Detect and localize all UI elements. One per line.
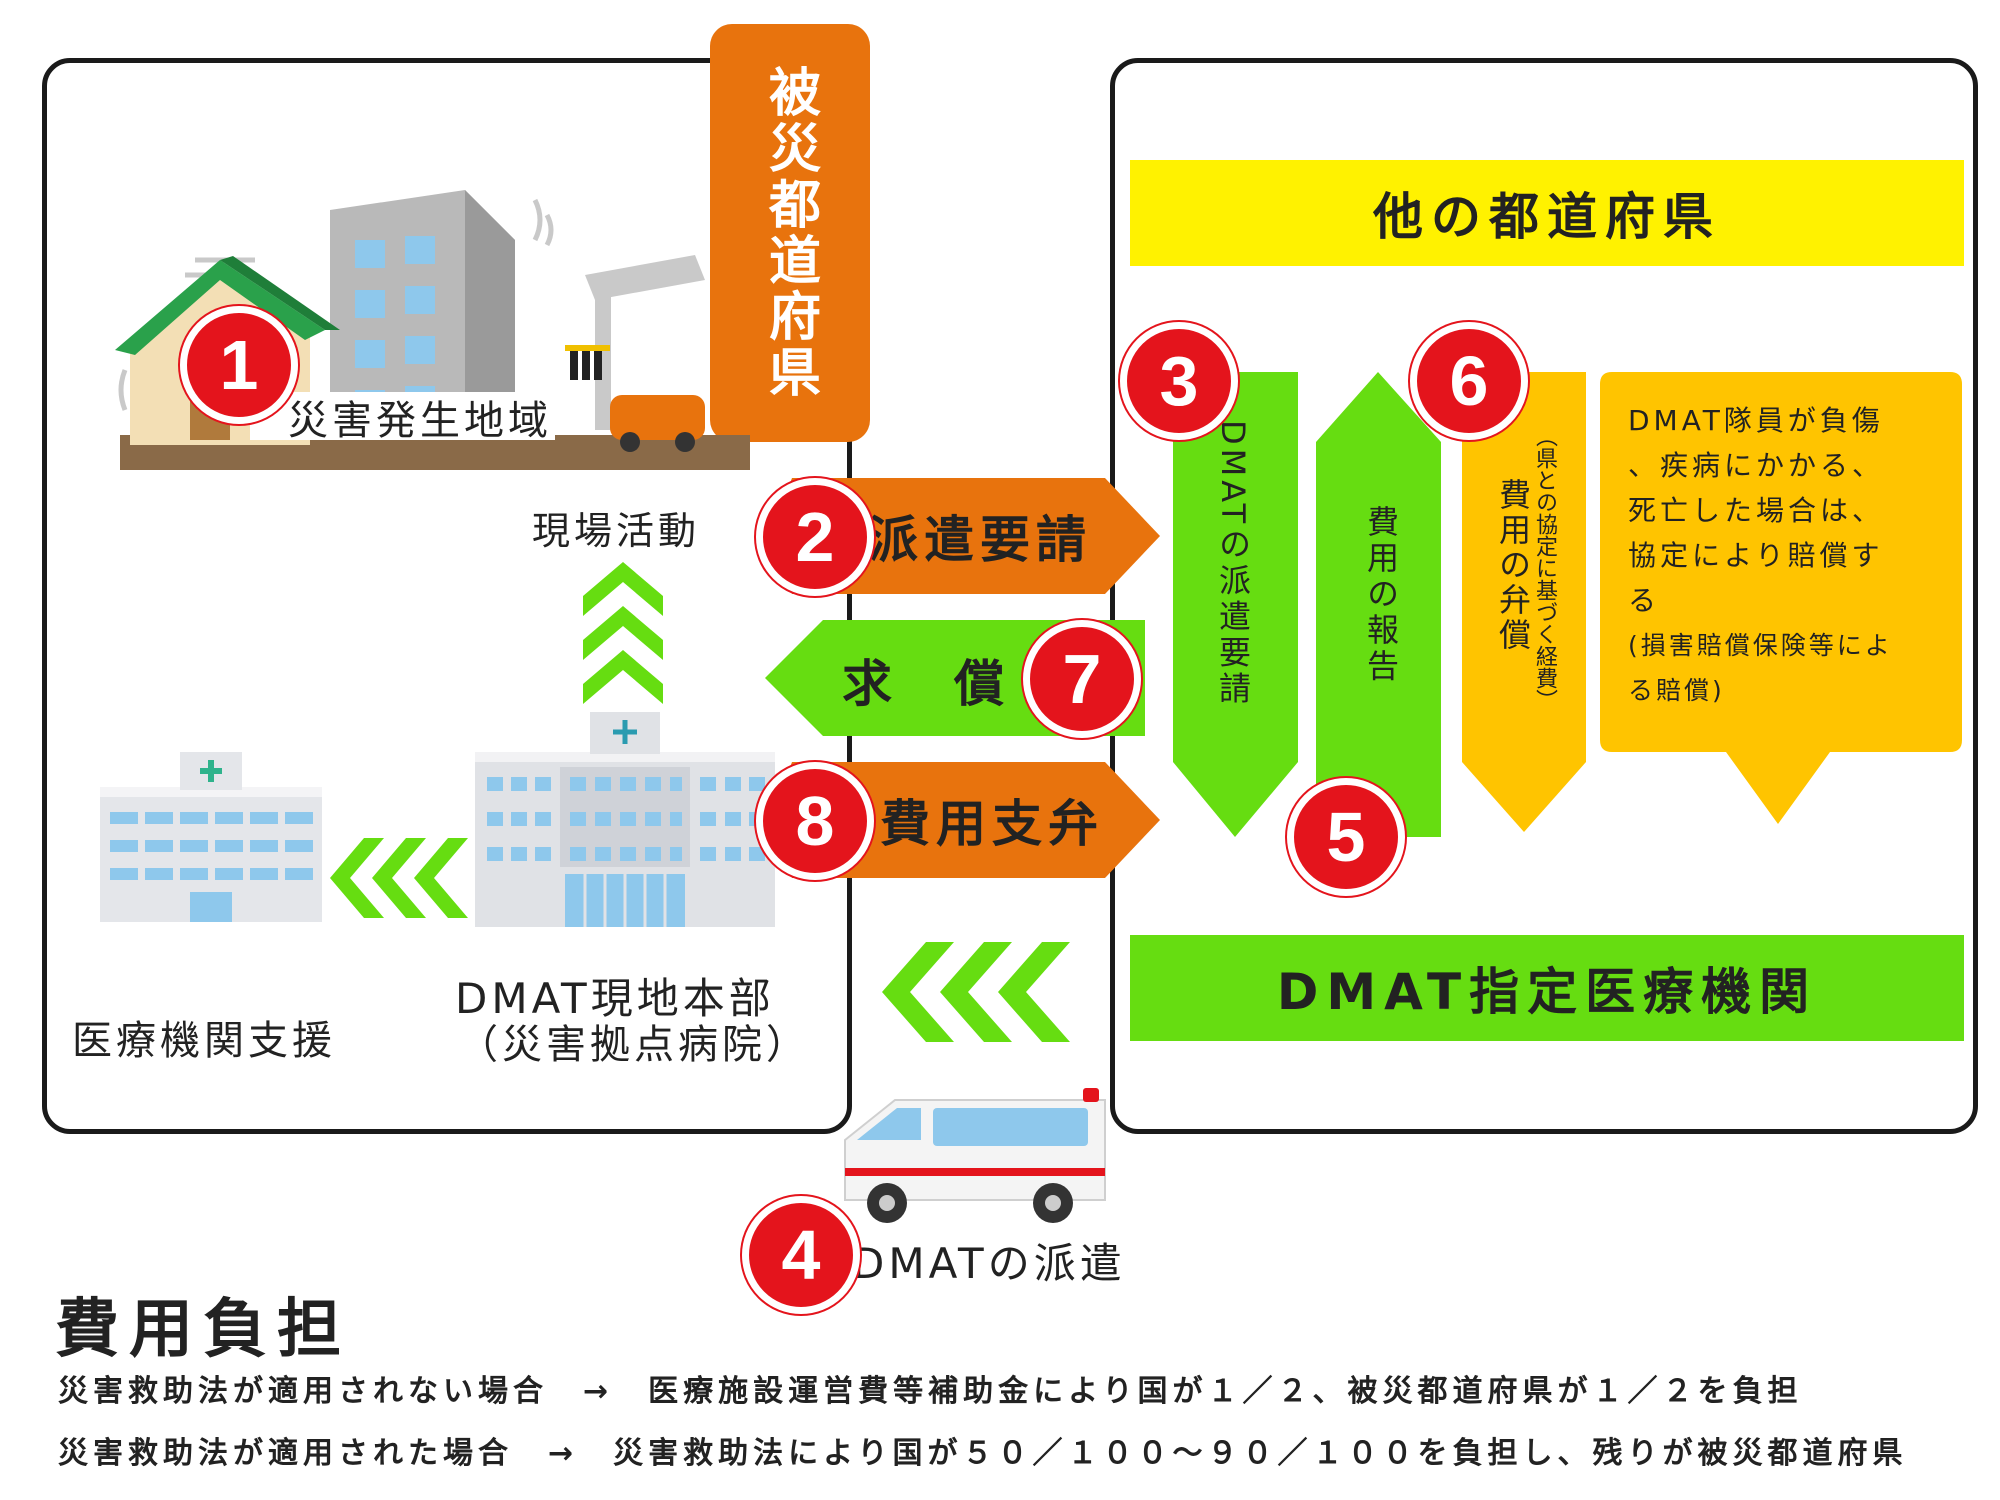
cost-payment-label: 費用支弁: [880, 795, 1104, 853]
step-badge-3: 3: [1120, 322, 1238, 440]
step-badge-1: 1: [180, 306, 298, 424]
dispatch-request-down-arrow: [1173, 372, 1298, 837]
step-badge-5: 5: [1287, 778, 1405, 896]
step-badge-2: 2: [756, 478, 874, 596]
affected-prefecture-label: 被災都道府県: [759, 65, 820, 401]
other-prefectures-title: 他の都道府県: [1130, 160, 1964, 266]
claim-label: 求 償: [842, 655, 1010, 713]
cost-report-up-arrow: [1316, 372, 1441, 837]
dispatch-request-down-label: DMATの派遣要請: [1214, 420, 1252, 708]
step-badge-8: 8: [756, 762, 874, 880]
hq-label-line2: （災害拠点病院）: [458, 1022, 810, 1068]
cost-reimbursement-label: 費用の弁償: [1494, 478, 1532, 653]
compensation-note-box: [1600, 372, 1962, 824]
hq-label-line1: DMAT現地本部: [455, 974, 775, 1023]
disaster-area-label: 災害発生地域: [288, 398, 552, 444]
ambulance-illustration: [844, 1088, 1106, 1223]
compensation-note-line: る: [1628, 584, 1661, 617]
cost-payment-arrow: [770, 762, 1160, 878]
cost-report-label: 費用の報告: [1362, 505, 1400, 685]
cost-burden-row-not-applied: 災害救助法が適用されない場合 → 医療施設運営費等補助金により国が１／２、被災都…: [58, 1374, 1803, 1409]
dmat-dispatch-label: DMATの派遣: [852, 1239, 1126, 1288]
cost-burden-title: 費用負担: [55, 1293, 351, 1367]
compensation-note-line: 死亡した場合は、: [1628, 494, 1885, 527]
affected-prefecture-tag: 被災都道府県: [710, 24, 870, 442]
step-badge-6: 6: [1410, 322, 1528, 440]
cost-burden-row-applied: 災害救助法が適用された場合 → 災害救助法により国が５０／１００～９０／１００を…: [58, 1436, 1908, 1471]
field-activity-label: 現場活動: [532, 509, 701, 553]
compensation-note-text: DMAT隊員が負傷 、疾病にかかる、 死亡した場合は、 協定により賠償す る (…: [1628, 398, 1948, 713]
compensation-note-line: DMAT隊員が負傷: [1628, 404, 1884, 437]
support-hospital-illustration: [100, 752, 322, 922]
compensation-note-line: (損害賠償保険等によ: [1628, 631, 1893, 660]
hq-hospital-illustration: [475, 712, 775, 927]
cost-reimbursement-arrow: [1462, 372, 1586, 832]
step-badge-7: 7: [1023, 620, 1141, 738]
designated-institution-title: DMAT指定医療機関: [1130, 935, 1964, 1041]
compensation-note-line: 、疾病にかかる、: [1628, 449, 1885, 482]
dispatch-chevrons-icon: [882, 942, 1070, 1042]
up-chevrons-icon: [583, 562, 663, 704]
dispatch-request-label: 派遣要請: [868, 511, 1092, 569]
cost-reimbursement-note: （県との協定に基づく経費）: [1532, 425, 1557, 711]
medical-support-label: 医療機関支援: [72, 1018, 336, 1064]
compensation-note-line: る賠償): [1628, 676, 1725, 705]
step-badge-4: 4: [742, 1196, 860, 1314]
left-chevrons-icon: [330, 838, 468, 918]
dispatch-request-arrow: [770, 478, 1160, 594]
compensation-note-line: 協定により賠償す: [1628, 539, 1884, 572]
